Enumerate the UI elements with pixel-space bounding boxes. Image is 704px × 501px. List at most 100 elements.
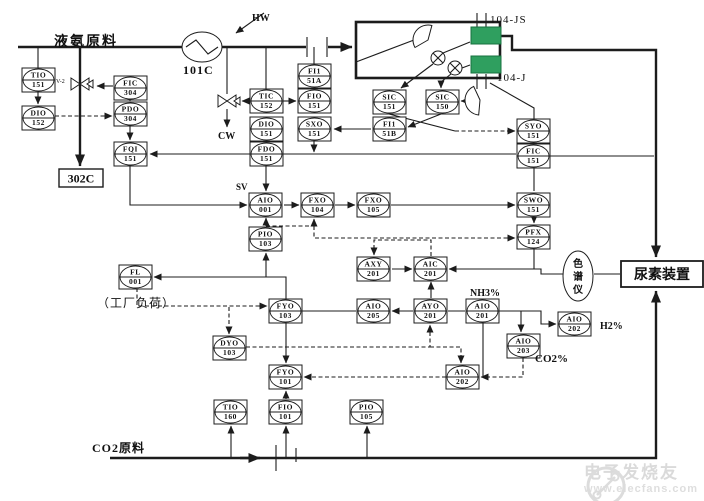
v2-label: V-2 [56, 79, 65, 85]
instrument-number: 105 [360, 412, 373, 421]
line-53 [480, 358, 524, 381]
line-56 [136, 288, 268, 310]
instrument-number: 103 [223, 348, 236, 357]
instrument-number: 51B [382, 129, 396, 138]
instrument-tag: PDO [122, 105, 140, 114]
instrument-number: 101 [279, 412, 292, 421]
line-54 [246, 324, 434, 348]
instrument-number: 151 [32, 80, 45, 89]
instrument-number: 151 [527, 156, 540, 165]
chromatograph-char-2: 仪 [572, 284, 584, 296]
line-41 [370, 239, 432, 256]
instrument-tag: FYO [277, 368, 295, 377]
label-104J: 104-J [497, 72, 526, 84]
h2-label: H2% [600, 321, 623, 332]
governor-fan-2 [464, 85, 481, 116]
line-39 [266, 218, 318, 227]
line-74 [461, 64, 471, 69]
instrument-tag: PFX [525, 228, 541, 237]
instrument-tag: AIO [366, 302, 382, 311]
compressor-box-rect [354, 20, 502, 80]
instrument-tag: AIO [516, 337, 532, 346]
instrument-tag: AIO [475, 302, 491, 311]
instrument-number: 202 [568, 324, 581, 333]
instrument-tag: FXO [365, 196, 383, 205]
instrument-number: 151 [383, 102, 396, 111]
line-30 [129, 166, 248, 209]
instrument-tag: TIO [223, 403, 239, 412]
ammonia-feed-label: 液氨原料 [54, 33, 118, 50]
instrument-number: 203 [517, 346, 530, 355]
hw-label: HW [252, 13, 270, 24]
valve-cross-2 [449, 62, 461, 74]
instrument-tag: FI1 [308, 67, 321, 76]
instrument-tag: SIC [382, 93, 396, 102]
instrument-tag: FYO [277, 302, 295, 311]
instrument-tag: SYO [525, 122, 542, 131]
urea-plant-box-label: 尿素装置 [634, 266, 690, 283]
line-50 [448, 265, 563, 275]
line-73 [442, 41, 471, 54]
nh3-label: NH3% [470, 288, 500, 299]
chromatograph-char-0: 色 [573, 257, 583, 270]
instrument-tag: DIO [259, 120, 275, 129]
instrument-number: 104 [311, 205, 324, 214]
instrument-number: 202 [456, 377, 469, 386]
instrument-tag: AIO [455, 368, 471, 377]
line-69 [437, 73, 452, 89]
instrument-number: 103 [259, 239, 272, 248]
instrument-tag: FXO [309, 196, 327, 205]
instrument-number: 124 [527, 237, 540, 246]
instrument-number: 103 [279, 311, 292, 320]
plant-load-label: （工厂负荷） [97, 296, 175, 310]
instrument-number: 001 [129, 277, 142, 286]
instrument-number: 201 [424, 311, 437, 320]
instrument-number: 304 [124, 114, 137, 123]
instrument-number: 151 [124, 154, 137, 163]
line-46 [499, 310, 557, 328]
line-72 [355, 39, 415, 63]
instrument-tag: FIC [123, 79, 138, 88]
instrument-tag: TIC [259, 92, 274, 101]
instrument-number: 151 [308, 129, 321, 138]
instrument-number: 201 [367, 269, 380, 278]
line-14 [235, 12, 265, 34]
exchanger-101C [181, 31, 223, 63]
valve-body-left [70, 77, 81, 91]
instrument-number: 51A [307, 76, 322, 85]
instrument-tag: FI1 [383, 120, 396, 129]
equipment-302C: 302C [58, 168, 104, 188]
chromatograph: 色谱仪 [562, 250, 594, 302]
instrument-tag: PIO [359, 403, 374, 412]
instrument-tag: DIO [31, 109, 47, 118]
instrument-tag: AXY [364, 260, 382, 269]
instrument-tag: AIC [423, 260, 439, 269]
